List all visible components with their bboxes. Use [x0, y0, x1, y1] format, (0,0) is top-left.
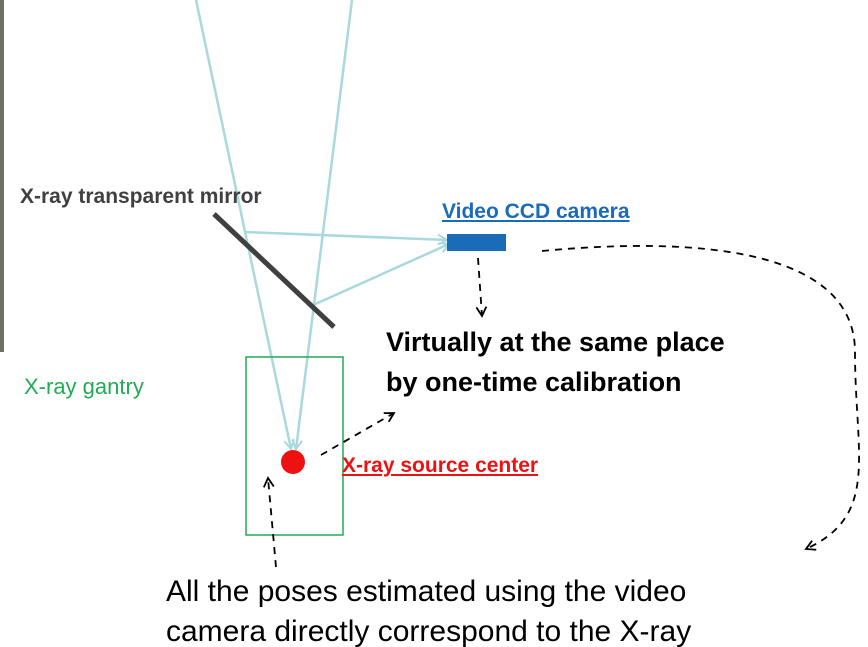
xray-beam-right: [296, 0, 354, 449]
xray-beam-left: [194, 0, 291, 449]
source-label: X-ray source center: [342, 454, 539, 477]
reflected-ray-lower: [310, 244, 449, 308]
reflected-ray-upper: [243, 230, 447, 240]
dashed-arrow-camera-down: [475, 257, 488, 318]
camera-label: Video CCD camera: [442, 200, 630, 223]
gantry-label: X-ray gantry: [24, 374, 144, 399]
xray-source-dot: [281, 450, 305, 474]
dashed-arrow-note-up: [263, 476, 277, 568]
cropped-photo-edge: [0, 0, 4, 352]
pose-note-line2: camera directly correspond to the X-ray: [166, 615, 692, 647]
dashed-arrow-source-up: [320, 412, 396, 456]
pose-note-line1: All the poses estimated using the video: [166, 575, 687, 608]
mirror: [212, 212, 336, 329]
mirror-label: X-ray transparent mirror: [20, 185, 262, 208]
calibration-note-line2: by one-time calibration: [386, 367, 682, 397]
calibration-note-line1: Virtually at the same place: [386, 327, 725, 357]
calibration-note: Virtually at the same place by one-time …: [386, 322, 725, 402]
xray-gantry: [245, 356, 344, 536]
pose-note: All the poses estimated using the video …: [166, 572, 691, 647]
ccd-camera: [447, 234, 506, 251]
dashed-curve-camera-to-note: [541, 245, 860, 551]
